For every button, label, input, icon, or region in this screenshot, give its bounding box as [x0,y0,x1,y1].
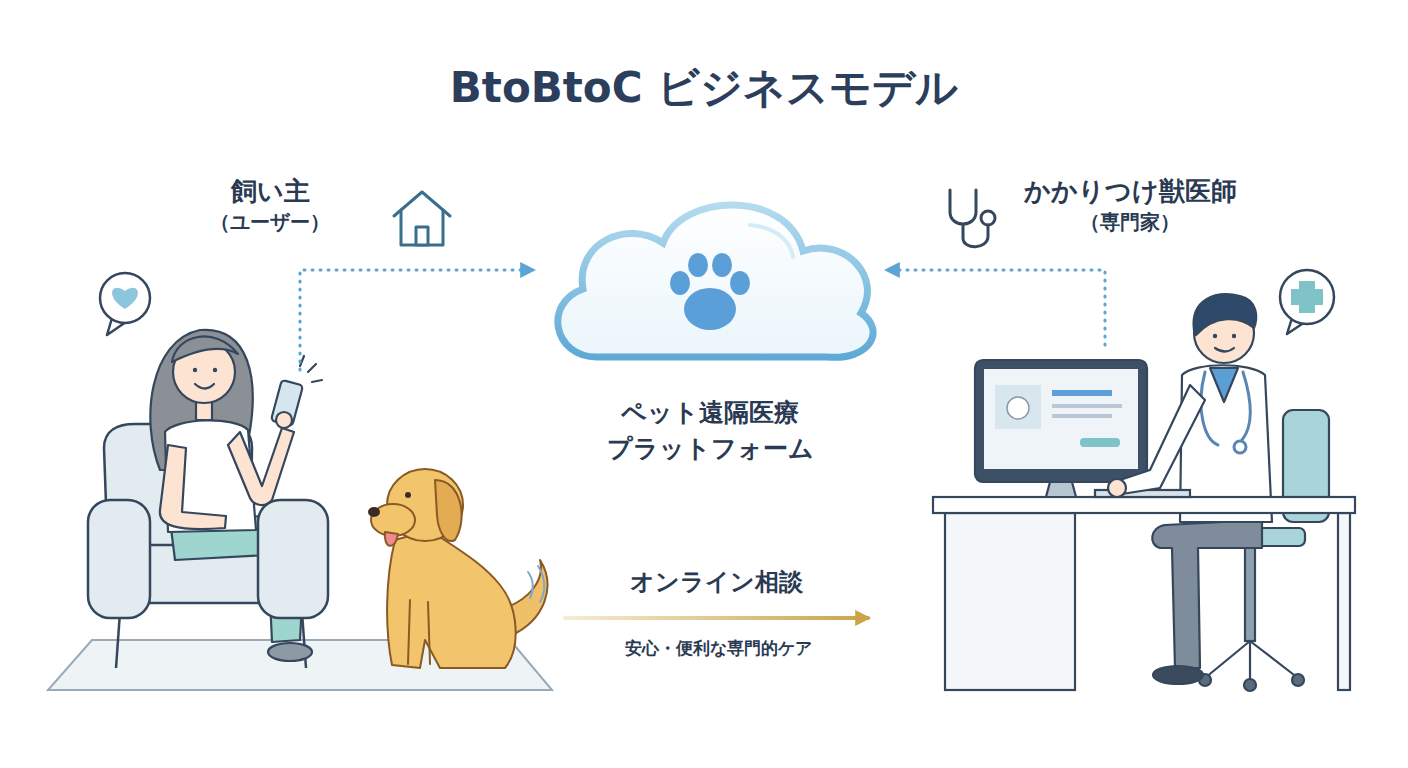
cloud-shape [535,185,885,371]
owner-woman [195,384,214,389]
paw-pad [688,253,708,277]
cloud-outline [558,205,873,357]
computer-monitor [995,385,1041,429]
owner-woman [213,368,217,372]
dog [528,566,544,602]
owner-woman [172,336,238,362]
veterinarian [1234,441,1246,453]
veterinarian [1152,520,1262,668]
dotted-arrow [300,270,533,370]
computer-monitor [975,360,1147,482]
platform-cloud: ペット遠隔医療 プラットフォーム [535,185,885,490]
computer-monitor [1052,404,1122,408]
computer-monitor [1080,438,1120,447]
smartphone [276,412,292,428]
house-icon [394,192,450,245]
veterinarian [1201,372,1250,445]
owner-woman [268,643,312,661]
computer-monitor [1007,397,1029,419]
heart-bubble [112,288,138,309]
stethoscope-icon [950,190,976,224]
node-title: かかりつけ獣医師 [1024,174,1237,209]
dog [368,469,547,668]
paw-pad [730,271,750,295]
veterinarian [1194,294,1257,335]
dog [405,492,411,498]
office-chair [1292,674,1304,686]
node-heading: 飼い主（ユーザー） [210,174,330,236]
desk [933,497,1355,690]
stethoscope-icon [981,211,995,225]
dog [387,530,516,668]
stethoscope-icon [950,190,995,247]
veterinarian [1215,348,1234,352]
computer-monitor [1052,414,1112,418]
office-chair [1205,641,1298,683]
computer-monitor [1052,390,1112,396]
dog [408,600,430,664]
vet-arm [1108,385,1205,497]
node-subtitle: （専門家） [1024,209,1237,236]
office-chair [1245,546,1255,641]
paw-pad [670,271,690,295]
heart-bubble [100,273,150,323]
office-chair [1244,679,1256,691]
armchair-arm [258,500,328,618]
desk [933,497,1355,513]
node-heading: ペット遠隔医療 プラットフォーム [575,395,845,468]
vet-figure: かかりつけ獣医師（専門家） [878,170,1370,700]
owner-woman [160,445,226,529]
owner-figure: 飼い主（ユーザー） [45,170,555,700]
computer-monitor [984,369,1138,469]
stethoscope-icon [963,225,988,247]
computer-monitor [1046,482,1076,497]
heart-bubble [100,273,150,335]
plus-bubble [1280,270,1334,334]
armchair [88,500,150,618]
vet-arm [1108,479,1126,497]
armchair [116,612,120,668]
diagram-title: BtoBtoC ビジネスモデル [0,60,1408,116]
paw-icon [670,253,750,330]
plus-bubble [1280,270,1334,324]
desk [1338,513,1350,690]
smartphone [300,356,322,382]
dog [435,480,462,541]
plus-bubble [1291,289,1323,305]
paw-pad [712,253,732,277]
paw-pad [684,288,736,330]
cloud-highlight [750,225,793,257]
vet-arm [1120,385,1205,494]
veterinarian [1232,334,1236,338]
node-heading: かかりつけ獣医師（専門家） [1024,174,1237,236]
dotted-arrow [887,270,1105,345]
veterinarian [1153,666,1203,684]
dog [368,507,380,517]
armchair-arm [258,500,328,618]
node-title: ペット遠隔医療 プラットフォーム [575,395,845,468]
desk [945,513,1075,690]
house-icon [416,227,428,245]
node-subtitle: （ユーザー） [210,209,330,236]
edge-label: オンライン相談 [624,566,809,598]
owner-woman [228,428,294,505]
veterinarian [1210,368,1238,402]
consultation-arrow [565,616,868,620]
house-icon [394,192,450,216]
dog [385,532,398,546]
owner-woman [193,368,197,372]
house-icon [401,210,443,245]
veterinarian [1213,334,1217,338]
node-title: 飼い主 [210,174,330,209]
smartphone [271,356,322,428]
caption-note: 安心・便利な専門的ケア [619,637,818,660]
